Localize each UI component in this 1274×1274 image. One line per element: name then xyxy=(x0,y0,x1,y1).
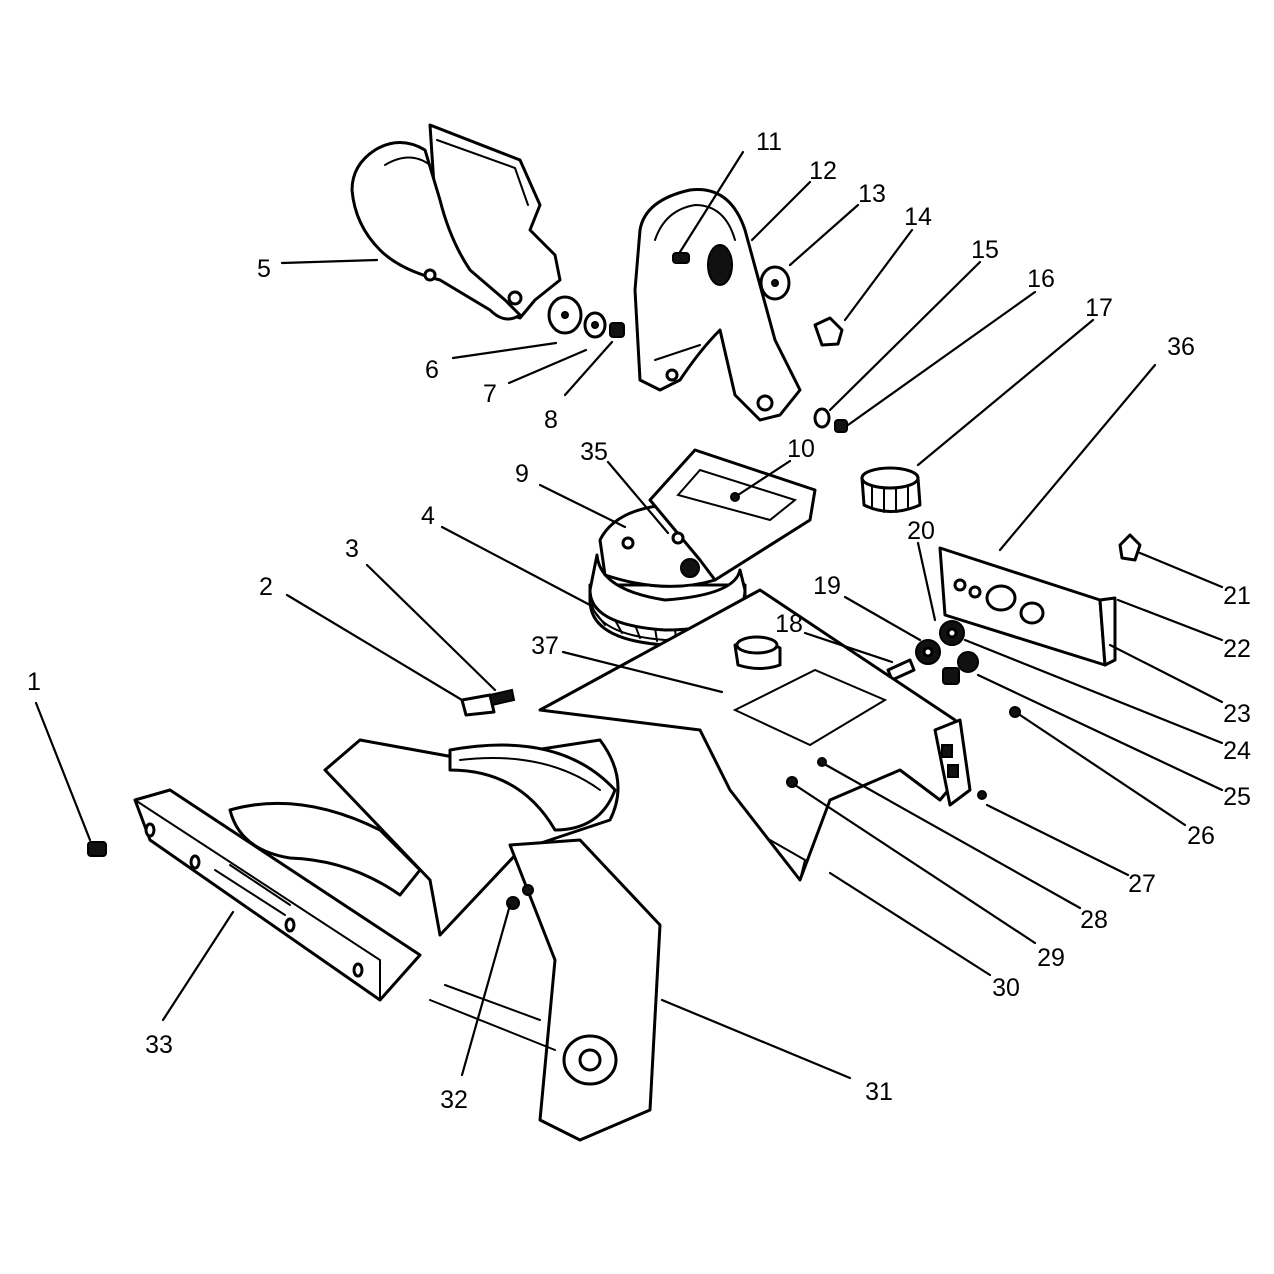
callout-23: 23 xyxy=(1223,700,1251,728)
leader-lines xyxy=(34,150,1224,1080)
screw-28 xyxy=(817,757,827,767)
callout-7: 7 xyxy=(483,380,497,408)
callout-26: 26 xyxy=(1187,822,1215,850)
bolt-11 xyxy=(672,252,690,264)
callout-3: 3 xyxy=(345,535,359,563)
knob-21 xyxy=(1118,533,1142,562)
deflector-part xyxy=(350,123,562,321)
gear-25 xyxy=(957,651,979,673)
callout-32: 32 xyxy=(440,1086,468,1114)
callout-27: 27 xyxy=(1128,870,1156,898)
callout-25: 25 xyxy=(1223,783,1251,811)
callout-21: 21 xyxy=(1223,582,1251,610)
nut-16 xyxy=(834,419,848,433)
callout-37: 37 xyxy=(531,632,559,660)
callout-9: 9 xyxy=(515,460,529,488)
callout-31: 31 xyxy=(865,1078,893,1106)
auger-housing-part xyxy=(228,738,662,1142)
housing-part xyxy=(538,588,972,882)
skid-bar-33 xyxy=(133,788,422,1002)
nut-8 xyxy=(609,322,625,338)
screw-27 xyxy=(977,790,987,800)
callout-33: 33 xyxy=(145,1031,173,1059)
callout-14: 14 xyxy=(904,203,932,231)
callout-10: 10 xyxy=(787,435,815,463)
callout-4: 4 xyxy=(421,502,435,530)
callout-36: 36 xyxy=(1167,333,1195,361)
callout-13: 13 xyxy=(858,180,886,208)
callout-22: 22 xyxy=(1223,635,1251,663)
callout-12: 12 xyxy=(809,157,837,185)
callout-17: 17 xyxy=(1085,294,1113,322)
callout-28: 28 xyxy=(1080,906,1108,934)
callout-5: 5 xyxy=(257,255,271,283)
callout-8: 8 xyxy=(544,406,558,434)
callout-11: 11 xyxy=(756,128,782,156)
chute-part xyxy=(633,188,802,422)
screw-26 xyxy=(1009,706,1021,718)
clip-2 xyxy=(460,693,496,717)
callout-19: 19 xyxy=(813,572,841,600)
washer-15 xyxy=(813,407,831,429)
callout-24: 24 xyxy=(1223,737,1251,765)
callout-15: 15 xyxy=(971,236,999,264)
bolt-1 xyxy=(87,841,107,857)
fitting-14 xyxy=(813,316,844,347)
clip-3 xyxy=(488,688,516,707)
callout-6: 6 xyxy=(425,356,439,384)
cap-17 xyxy=(860,466,922,513)
callout-20: 20 xyxy=(907,517,935,545)
bracket-36 xyxy=(938,546,1117,667)
callout-2: 2 xyxy=(259,573,273,601)
callout-labels: 1 2 3 4 5 6 7 8 9 10 11 12 13 14 15 16 1… xyxy=(27,128,1251,1114)
callout-35: 35 xyxy=(580,438,608,466)
callout-1: 1 xyxy=(27,668,41,696)
callout-30: 30 xyxy=(992,974,1020,1002)
callout-16: 16 xyxy=(1027,265,1055,293)
callout-18: 18 xyxy=(775,610,803,638)
callout-29: 29 xyxy=(1037,944,1065,972)
